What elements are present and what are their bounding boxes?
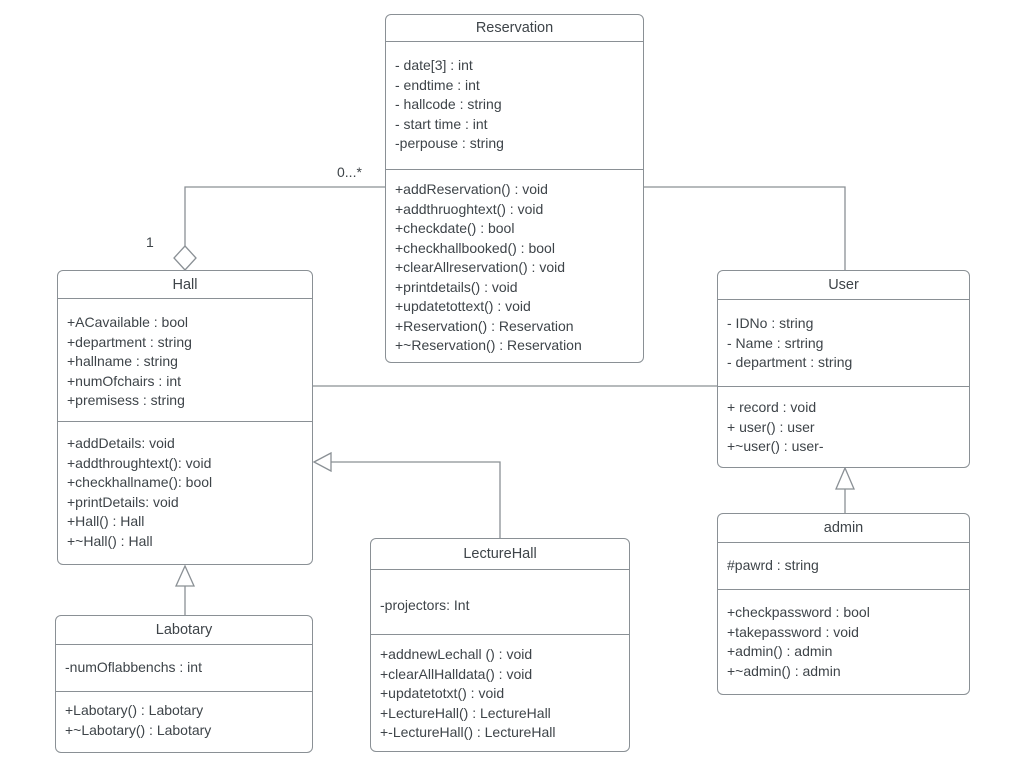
attribute-line: - hallcode : string: [395, 96, 502, 112]
class-methods-admin: +checkpassword : bool +takepassword : voi…: [718, 589, 969, 694]
class-title-admin: admin: [823, 520, 864, 536]
class-title-labotary: Labotary: [155, 622, 213, 638]
class-box-reservation: Reservation - date[3] : int - endtime : i…: [385, 14, 644, 363]
method-line: +addnewLechall () : void: [380, 646, 533, 662]
method-line: +~user() : user-: [727, 438, 824, 454]
attribute-line: - Name : srtring: [727, 334, 824, 351]
inheritance-arrow-icon-lecturehall: [312, 451, 332, 473]
method-line: + user() : user: [727, 418, 815, 435]
multiplicity-label-many: 0...*: [337, 164, 362, 180]
attribute-line: +numOfchairs : int: [67, 372, 181, 389]
class-attributes-user: - IDNo : string - Name : srtring - departm…: [718, 299, 969, 386]
method-line: +-LectureHall() : LectureHall: [380, 724, 556, 740]
class-box-user: User - IDNo : string - Name : srtring - de…: [717, 270, 970, 468]
multiplicity-label-one: 1: [146, 234, 154, 250]
class-box-lecturehall: LectureHall -projectors: Int +addnewLech…: [370, 538, 630, 752]
method-line: +checkdate() : bool: [395, 220, 515, 236]
association-line-reservation-user: [644, 186, 846, 270]
attribute-line: - endtime : int: [395, 76, 480, 93]
class-attributes-lecturehall: -projectors: Int: [371, 569, 629, 634]
method-line: +~Hall() : Hall: [67, 532, 153, 549]
attribute-line: +hallname : string: [67, 353, 178, 369]
method-line: +checkhallbooked() : bool: [395, 239, 555, 256]
class-methods-user: + record : void + user() : user +~user() :…: [718, 386, 969, 467]
attribute-line: +ACavailable : bool: [67, 314, 189, 330]
attribute-line: -numOflabbenchs : int: [65, 659, 202, 675]
method-line: +Reservation() : Reservation: [395, 317, 574, 334]
class-methods-reservation: +addReservation() : void +addthruoghtext(…: [386, 169, 643, 362]
class-attributes-labotary: -numOflabbenchs : int: [56, 644, 312, 691]
attribute-line: - department : string: [727, 354, 853, 370]
attribute-line: #pawrd : string: [727, 557, 819, 573]
class-attributes-hall: +ACavailable : bool +department : string +…: [58, 298, 312, 421]
method-line: +updatetotxt() : void: [380, 685, 505, 701]
method-line: + record : void: [727, 399, 817, 415]
aggregation-diamond-icon: [173, 245, 197, 271]
attribute-line: -projectors: Int: [380, 597, 470, 613]
class-box-admin: admin #pawrd : string +checkpassword : b…: [717, 513, 970, 695]
attribute-line: - date[3] : int: [395, 57, 473, 73]
attribute-line: +premisess : string: [67, 392, 185, 408]
inheritance-arrow-icon-admin: [835, 466, 855, 490]
method-line: +checkhallname(): bool: [67, 474, 213, 490]
method-line: +addthruoghtext() : void: [395, 200, 544, 217]
class-title-lecturehall: LectureHall: [463, 546, 537, 562]
aggregation-line-hall-reservation: [184, 186, 385, 246]
method-line: +checkpassword : bool: [727, 604, 870, 620]
attribute-line: +department : string: [67, 333, 192, 350]
class-methods-lecturehall: +addnewLechall () : void +clearAllHalldat…: [371, 634, 629, 751]
method-line: +addDetails: void: [67, 435, 175, 451]
generalization-line-lecturehall-hall: [331, 461, 501, 538]
method-line: +takepassword : void: [727, 623, 859, 640]
class-title-user: User: [828, 277, 859, 293]
class-methods-labotary: +Labotary() : Labotary +~Labotary() : Lab…: [56, 691, 312, 752]
attribute-line: -perpouse : string: [395, 135, 504, 151]
attribute-line: - IDNo : string: [727, 315, 814, 331]
method-line: +~Labotary() : Labotary: [65, 721, 212, 738]
inheritance-arrow-icon-labotary: [174, 564, 196, 587]
method-line: +admin() : admin: [727, 643, 833, 659]
class-title-hall: Hall: [172, 276, 198, 293]
method-line: +clearAllHalldata() : void: [380, 665, 533, 682]
method-line: +addthroughtext(): void: [67, 454, 212, 471]
method-line: +clearAllreservation() : void: [395, 259, 566, 275]
class-methods-hall: +addDetails: void +addthroughtext(): void…: [58, 421, 312, 564]
method-line: +updatetottext() : void: [395, 298, 531, 314]
method-line: +addReservation() : void: [395, 181, 548, 197]
method-line: +LectureHall() : LectureHall: [380, 704, 551, 721]
method-line: +Labotary() : Labotary: [65, 702, 204, 718]
attribute-line: - start time : int: [395, 115, 488, 132]
class-box-labotary: Labotary -numOflabbenchs : int +Labotary…: [55, 615, 313, 753]
class-attributes-admin: #pawrd : string: [718, 542, 969, 589]
class-title-reservation: Reservation: [475, 20, 554, 36]
method-line: +printdetails() : void: [395, 278, 518, 295]
method-line: +printDetails: void: [67, 493, 179, 510]
method-line: +~Reservation() : Reservation: [395, 337, 582, 353]
method-line: +Hall() : Hall: [67, 513, 145, 529]
class-box-hall: Hall +ACavailable : bool +department : st…: [57, 270, 313, 565]
class-attributes-reservation: - date[3] : int - endtime : int - hallcode…: [386, 41, 643, 169]
method-line: +~admin() : admin: [727, 662, 841, 679]
